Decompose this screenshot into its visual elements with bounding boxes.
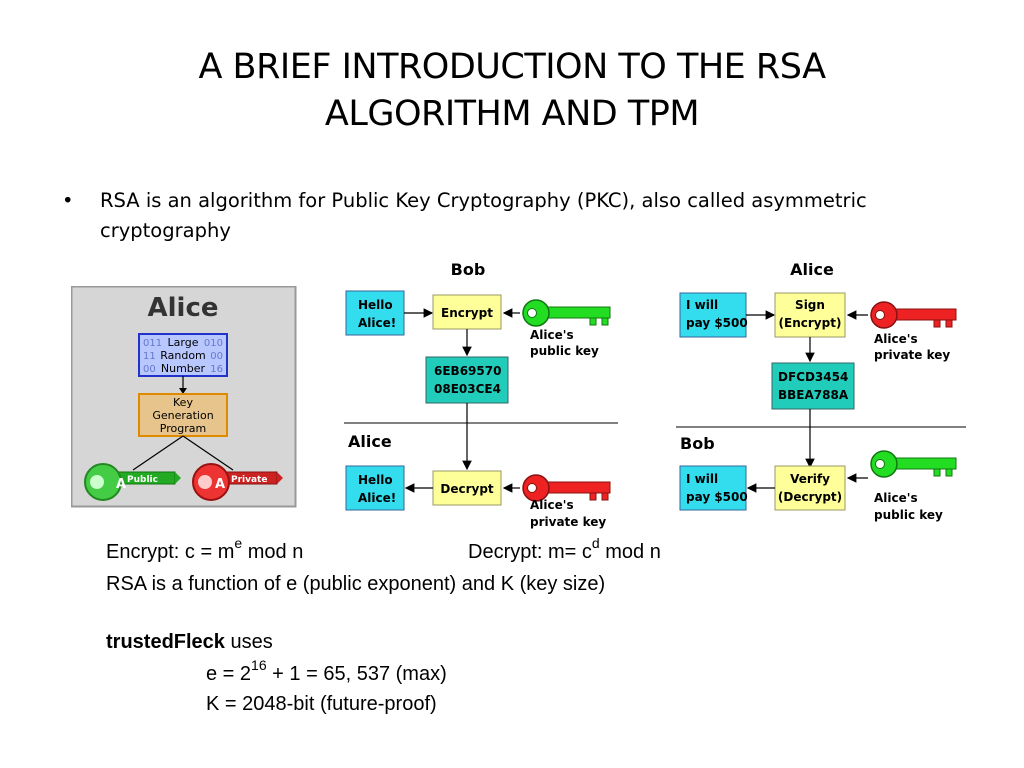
enc-bottom-party-label: Alice	[348, 432, 392, 451]
e-value-exponent: 16	[251, 657, 267, 673]
trustedfleck-name: trustedFleck	[106, 631, 225, 653]
exponent-value-line: e = 216 + 1 = 65, 537 (max)	[206, 658, 447, 687]
binary-digits-right-2: 00	[210, 351, 223, 362]
green-public-key-icon	[84, 463, 181, 501]
verify-box	[774, 465, 846, 511]
sig-message-bottom-line-2: pay $500	[686, 490, 748, 504]
sig-top-party-label: Alice	[790, 260, 834, 279]
enc-plaintext-top-line-2: Alice!	[358, 316, 396, 330]
sign-label-line-2: (Encrypt)	[779, 316, 842, 330]
random-box-line-1: Large	[168, 336, 199, 349]
uses-text: uses	[224, 631, 273, 653]
binary-digits-right-1: 010	[204, 338, 223, 349]
key-generation-program-box	[138, 393, 228, 437]
keygen-arrow-private	[182, 435, 234, 471]
sig-green-key-icon	[846, 450, 957, 483]
key-size-line: K = 2048-bit (future-proof)	[206, 693, 437, 715]
decrypt-box	[432, 470, 502, 506]
keygen-arrow-1-head	[179, 388, 187, 394]
binary-digits-left-1: 011	[143, 338, 162, 349]
sig-red-key-icon	[846, 301, 957, 329]
enc-public-key-label-line-2: public key	[530, 344, 599, 358]
private-key-letter: A	[215, 477, 225, 492]
decrypt-formula-mod: mod n	[599, 541, 661, 563]
binary-digits-left-2: 11	[143, 351, 156, 362]
enc-plaintext-top-line-1: Hello	[358, 298, 393, 312]
public-key-letter: A	[116, 477, 126, 492]
key-generation-diagram: Alice 011 11 00 010 00 16 Large Random N…	[71, 286, 297, 508]
private-key-label: Private	[231, 475, 267, 485]
binary-digits-left-3: 00	[143, 364, 156, 375]
enc-private-key-label-line-1: Alice's	[530, 498, 574, 512]
decrypt-label: Decrypt	[440, 482, 494, 496]
signature-diagram: Alice I will pay $500 Sign (Encrypt) Ali…	[676, 260, 966, 522]
enc-green-key-icon	[502, 299, 611, 327]
decrypt-exponent: d	[591, 535, 600, 551]
ciphertext-line-2: 08E03CE4	[434, 382, 501, 396]
enc-red-key-icon	[502, 474, 611, 502]
public-key-label: Public	[127, 475, 158, 485]
program-box-line-2: Generation	[152, 409, 213, 422]
enc-plaintext-bottom-box	[345, 465, 405, 511]
slide-title: A BRIEF INTRODUCTION TO THE RSA ALGORITH…	[120, 44, 904, 138]
keygen-owner-label: Alice	[148, 293, 219, 323]
bullet-text-line-2: cryptography	[100, 219, 231, 242]
sign-label-line-1: Sign	[795, 298, 825, 312]
encrypt-box	[432, 294, 502, 330]
random-box-line-2: Random	[160, 349, 206, 362]
title-line-1: A BRIEF INTRODUCTION TO THE RSA	[198, 47, 826, 87]
verify-label-line-1: Verify	[790, 472, 830, 486]
encrypt-label: Encrypt	[441, 306, 493, 320]
bullet-marker: •	[62, 189, 74, 212]
keygen-arrow-public	[132, 435, 184, 471]
sig-message-top-line-2: pay $500	[686, 316, 748, 330]
ciphertext-line-1: 6EB69570	[434, 364, 501, 378]
sign-box	[774, 292, 846, 338]
random-box-line-3: Number	[161, 362, 206, 375]
encrypt-exponent: e	[234, 535, 243, 551]
sig-private-key-label-line-1: Alice's	[874, 332, 918, 346]
decrypt-formula: Decrypt: m= cd mod n	[468, 536, 661, 565]
signature-line-1: DFCD3454	[778, 370, 848, 384]
enc-top-party-label: Bob	[451, 260, 486, 279]
e-value-rest: + 1 = 65, 537 (max)	[266, 663, 447, 685]
sig-message-bottom-box	[679, 465, 747, 511]
sig-public-key-label-line-1: Alice's	[874, 491, 918, 505]
decrypt-formula-base: Decrypt: m= c	[468, 541, 592, 563]
encrypt-formula: Encrypt: c = me mod n	[106, 536, 304, 565]
enc-public-key-label-line-1: Alice's	[530, 328, 574, 342]
signature-line-2: BBEA788A	[778, 388, 849, 402]
enc-plaintext-bottom-line-1: Hello	[358, 473, 393, 487]
signature-box	[771, 362, 855, 410]
bullet-text-line-1: RSA is an algorithm for Public Key Crypt…	[100, 189, 867, 212]
e-value-base: e = 2	[206, 663, 252, 685]
ciphertext-box	[425, 356, 509, 404]
enc-plaintext-top-box	[345, 290, 405, 336]
red-private-key-icon	[192, 463, 283, 501]
function-description: RSA is a function of e (public exponent)…	[106, 573, 606, 595]
sig-private-key-label-line-2: private key	[874, 348, 950, 362]
sig-public-key-label-line-2: public key	[874, 508, 943, 522]
encrypt-formula-mod: mod n	[242, 541, 304, 563]
sig-message-bottom-line-1: I will	[686, 472, 718, 486]
binary-digits-right-3: 16	[210, 364, 223, 375]
sig-bottom-party-label: Bob	[680, 434, 715, 453]
encryption-diagram: Bob Hello Alice! Encrypt Alice's public …	[344, 260, 618, 529]
random-number-box	[138, 333, 228, 377]
trustedfleck-uses-line: trustedFleck uses	[106, 629, 273, 655]
title-line-2: ALGORITHM AND TPM	[324, 94, 700, 134]
enc-plaintext-bottom-line-2: Alice!	[358, 491, 396, 505]
verify-label-line-2: (Decrypt)	[778, 490, 842, 504]
sig-message-top-line-1: I will	[686, 298, 718, 312]
enc-private-key-label-line-2: private key	[530, 515, 606, 529]
program-box-line-3: Program	[160, 422, 206, 435]
program-box-line-1: Key	[173, 396, 193, 409]
encrypt-formula-base: Encrypt: c = m	[106, 541, 235, 563]
